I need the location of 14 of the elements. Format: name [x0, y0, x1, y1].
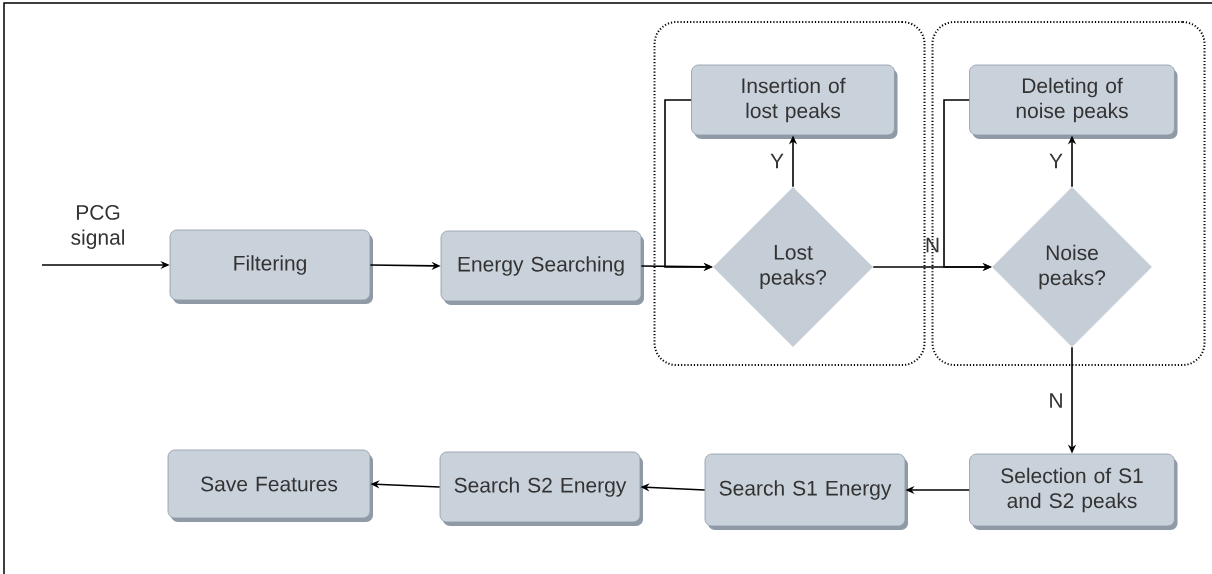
dotted-group-frame: [653, 21, 926, 366]
edge-label: PCG signal: [71, 205, 124, 249]
process-box: Insertion of lost peaks: [691, 64, 898, 139]
edge-label: Y: [770, 153, 784, 169]
process-box: Save Features: [167, 449, 373, 522]
process-box: Filtering: [169, 229, 373, 304]
process-box: Deleting of noise peaks: [969, 64, 1178, 139]
edge-label: N: [1050, 393, 1062, 408]
edge-label: N: [926, 237, 939, 253]
process-box: Selection of S1 and S2 peaks: [969, 453, 1178, 530]
process-box: Search S2 Energy: [439, 451, 643, 526]
process-box: Energy Searching: [440, 230, 644, 305]
edge-label: Y: [1049, 153, 1063, 169]
process-box: Search S1 Energy: [704, 453, 908, 530]
